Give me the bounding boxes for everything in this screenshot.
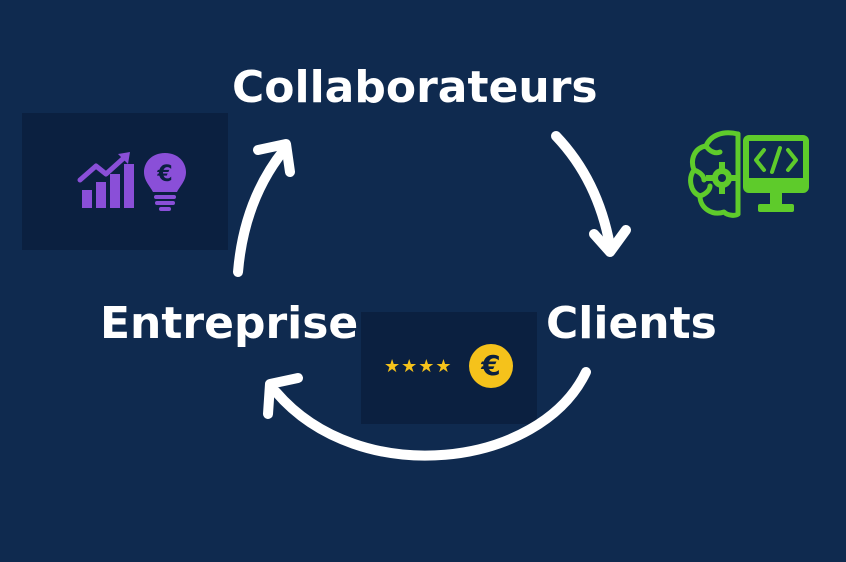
code-monitor-icon — [743, 135, 809, 212]
node-collaborateurs: Collaborateurs — [232, 62, 598, 113]
brain-gear-icon — [688, 130, 741, 218]
arrow-entreprise-to-collab — [233, 145, 289, 277]
svg-text:€: € — [156, 162, 172, 187]
euro-coin-icon: € — [469, 344, 513, 388]
node-clients: Clients — [546, 298, 717, 349]
arrowhead-clients — [589, 225, 631, 257]
arrowhead-entreprise — [263, 373, 303, 419]
arrowhead-collab — [253, 139, 295, 177]
star-rating-icon: ★★★★ — [384, 356, 453, 377]
node-entreprise: Entreprise — [100, 298, 359, 349]
arrow-collab-to-clients — [551, 131, 615, 251]
growth-chart-icon — [77, 152, 134, 208]
euro-lightbulb-icon: € — [144, 153, 186, 211]
arrow-clients-to-entreprise — [271, 367, 591, 461]
